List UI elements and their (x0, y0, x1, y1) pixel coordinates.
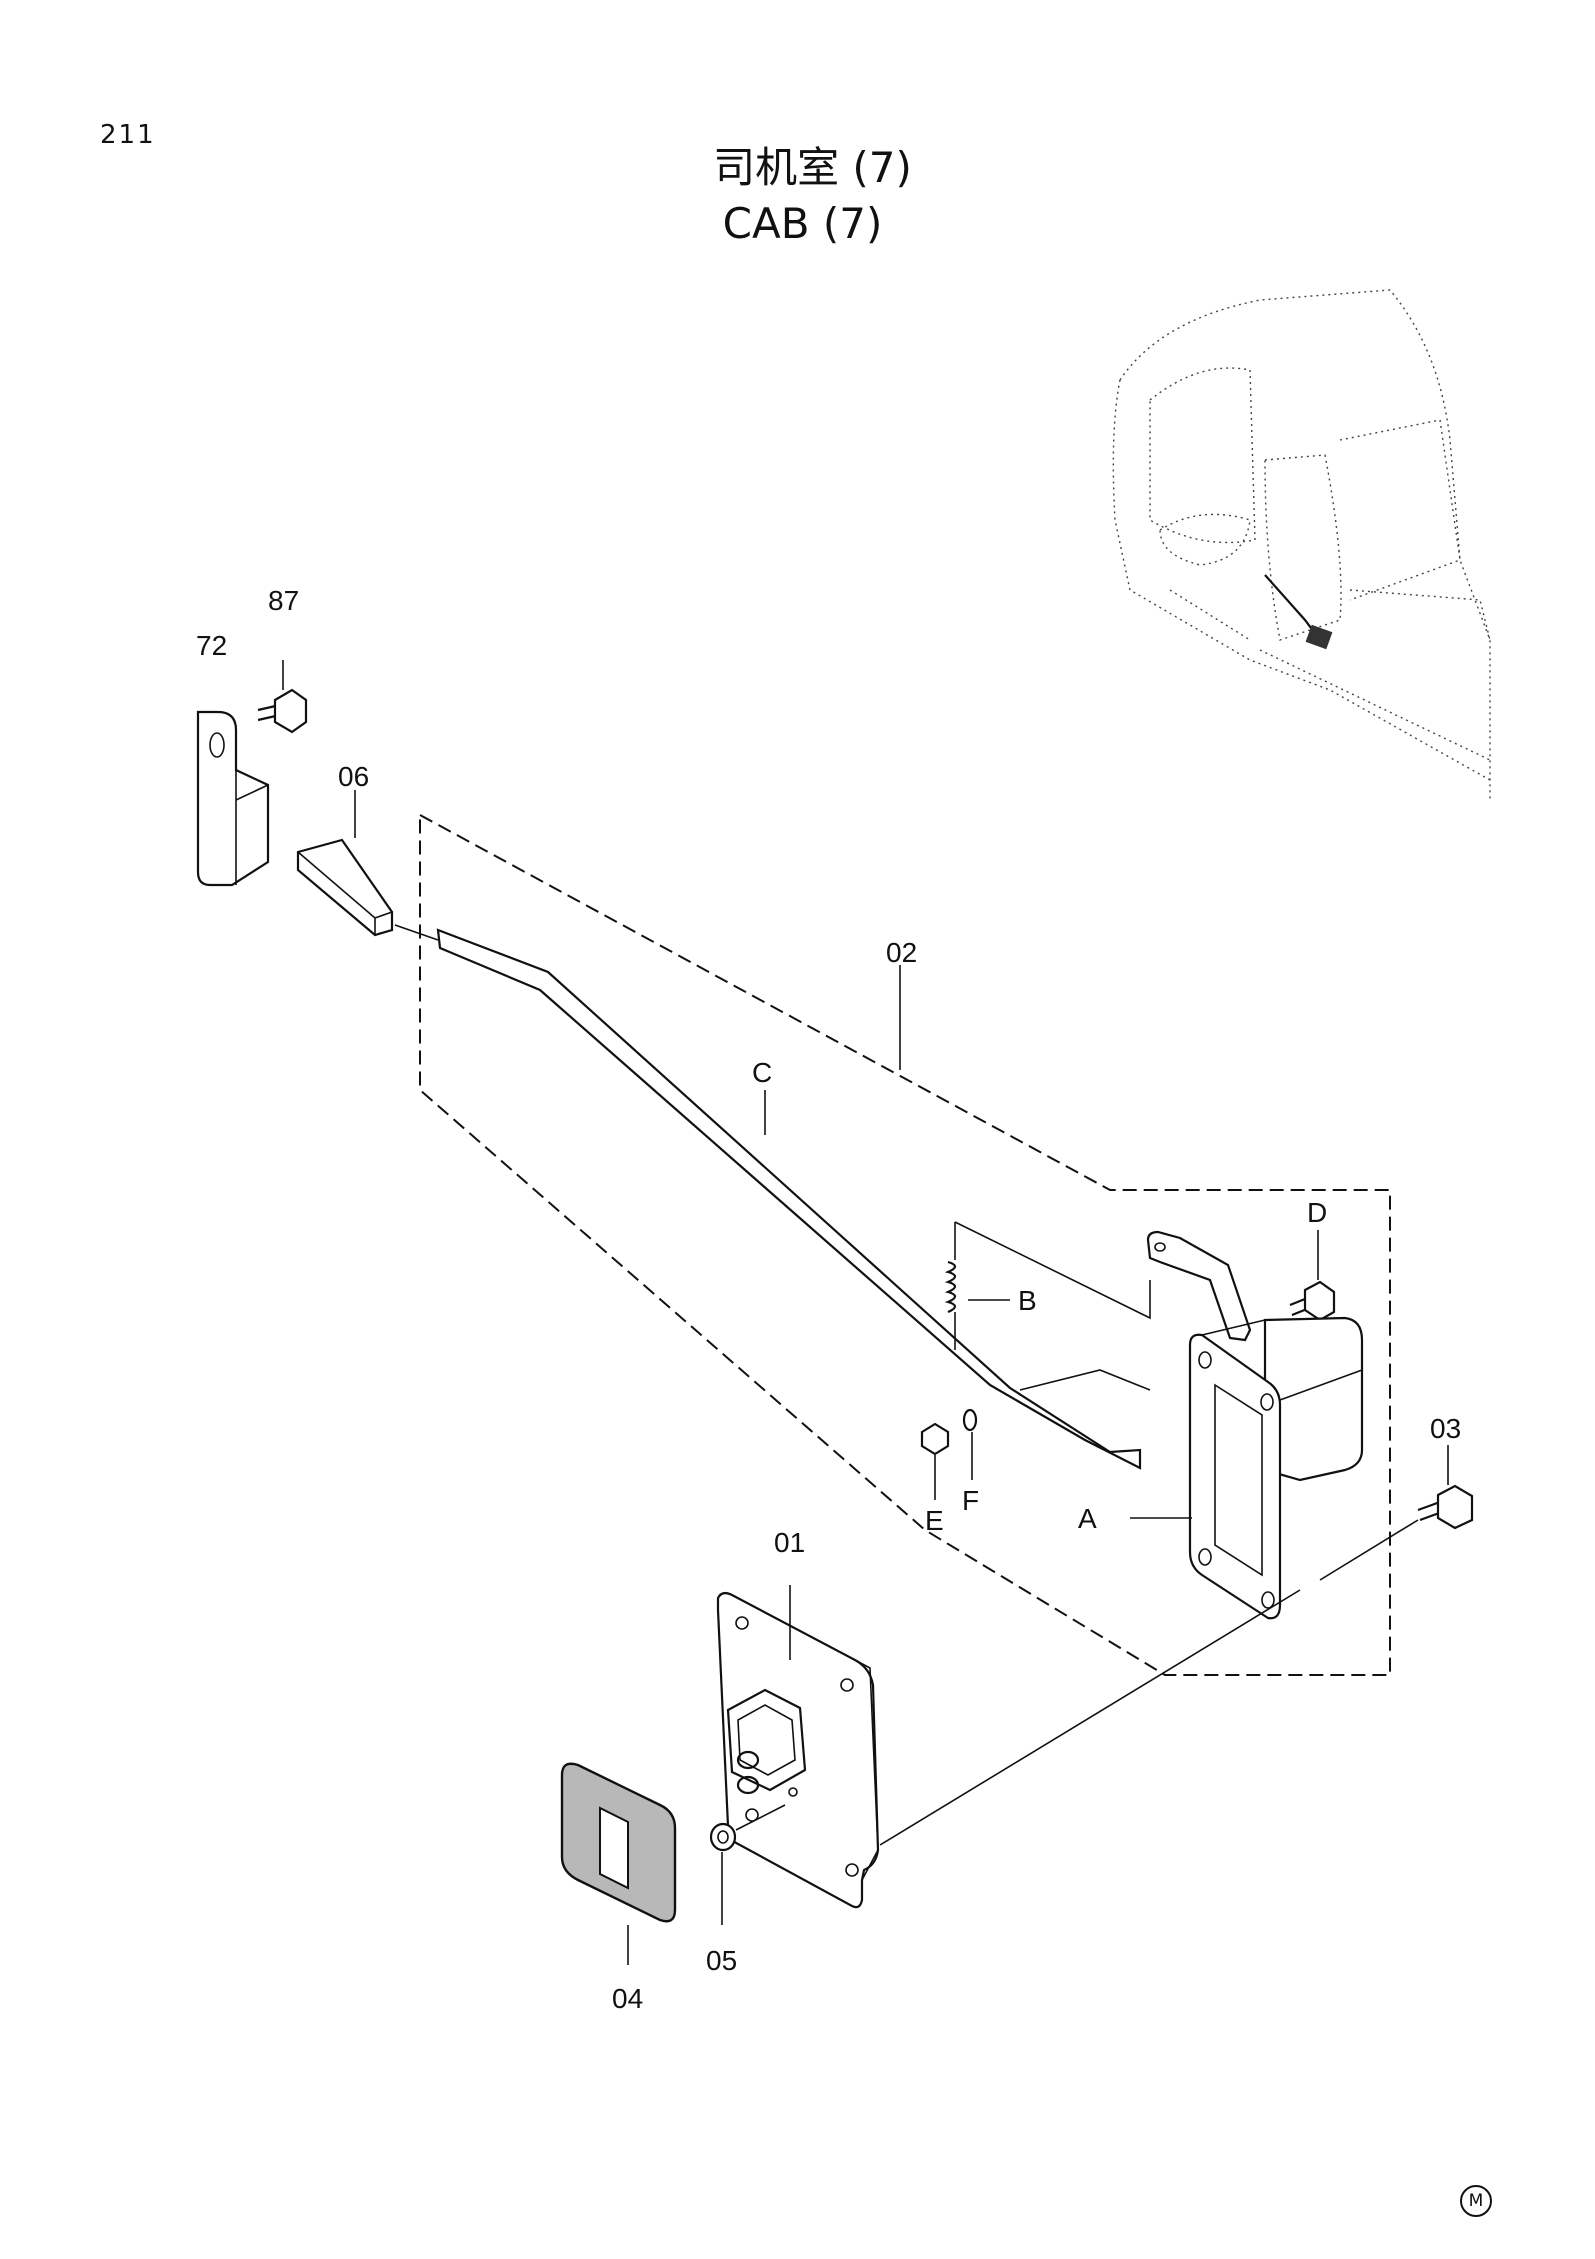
callout-03: 03 (1430, 1413, 1461, 1444)
callout-e: E (925, 1505, 944, 1536)
part-87-bolt (257, 660, 308, 734)
assembly-02-outline (419, 813, 1391, 1676)
callout-f: F (962, 1485, 979, 1516)
part-b-spring (944, 1221, 1151, 1391)
part-e-nut (920, 1422, 950, 1500)
callout-06: 06 (338, 761, 369, 792)
callout-01: 01 (774, 1527, 805, 1558)
title-english: CAB (7) (722, 199, 883, 248)
callout-a: A (1078, 1503, 1097, 1534)
part-04-gasket (560, 1762, 677, 1965)
callout-87: 87 (268, 585, 299, 616)
callout-72: 72 (196, 630, 227, 661)
part-05-nut (709, 1804, 786, 1925)
part-06-sleeve (296, 790, 394, 937)
callout-02: 02 (886, 937, 917, 968)
part-01-plate (716, 1585, 1301, 1909)
callout-05: 05 (706, 1945, 737, 1976)
part-03-bolt (1319, 1445, 1474, 1581)
lever-arm (1146, 1230, 1252, 1342)
part-c-rod (394, 924, 1142, 1470)
m-mark: M (1460, 2185, 1492, 2217)
callout-b: B (1018, 1285, 1037, 1316)
page-number: 211 (100, 120, 156, 150)
callout-c: C (752, 1057, 772, 1088)
callout-04: 04 (612, 1983, 643, 2014)
title-chinese: 司机室 (7) (713, 143, 912, 192)
cab-inset-illustration (1112, 289, 1491, 800)
part-d-bolt (1289, 1230, 1336, 1322)
part-f-washer (962, 1408, 978, 1480)
title-block: 司机室 (7) CAB (7) (0, 140, 1595, 252)
callout-d: D (1307, 1197, 1327, 1228)
part-72-bracket (196, 710, 270, 887)
part-a-housing (1130, 1316, 1364, 1620)
